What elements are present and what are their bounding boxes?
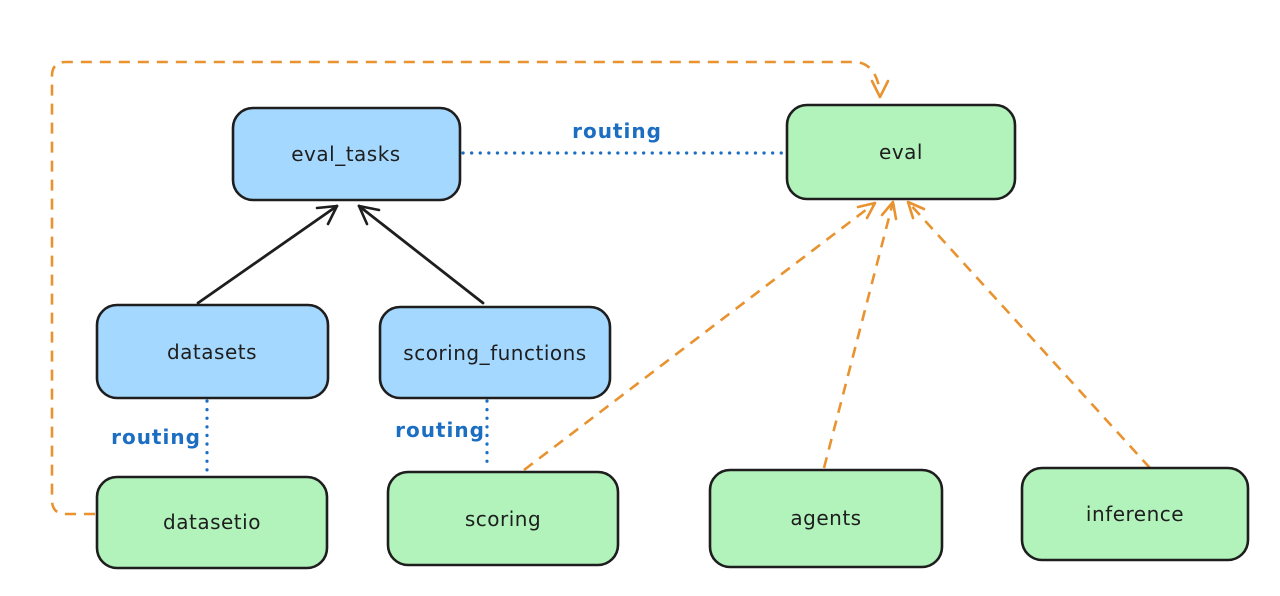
arrowhead-icon: [870, 79, 890, 99]
node-box: [95, 475, 329, 570]
edge-datasetio-to-eval: [50, 60, 890, 516]
node-label: inference: [1086, 502, 1184, 526]
node-label: eval_tasks: [291, 142, 400, 166]
node-label: scoring: [465, 507, 541, 531]
node-box: [378, 305, 612, 400]
node-label: datasets: [167, 340, 257, 364]
edge-line: [357, 204, 485, 305]
arrowhead-icon: [315, 204, 339, 226]
edge-label-routing-middle: routing: [395, 418, 485, 442]
node-datasets: datasets: [95, 303, 330, 400]
node-box: [708, 468, 944, 569]
edge-datasets-to-eval-tasks: [196, 204, 339, 305]
node-inference: inference: [1020, 466, 1250, 562]
node-box: [386, 470, 620, 567]
edge-scoring-functions-to-eval-tasks: [357, 204, 485, 305]
node-label: agents: [790, 506, 861, 530]
edge-line: [50, 60, 882, 516]
node-datasetio: datasetio: [95, 475, 329, 570]
edge-line: [822, 201, 895, 469]
node-agents: agents: [708, 468, 944, 569]
node-box: [785, 103, 1017, 201]
edge-label-routing-top: routing: [572, 119, 662, 143]
edge-label-routing-left: routing: [111, 425, 201, 449]
node-box: [231, 106, 462, 202]
node-box: [95, 303, 330, 400]
edge-agents-to-eval: [822, 200, 898, 469]
node-label: datasetio: [163, 510, 261, 534]
edge-inference-to-eval: [906, 200, 1151, 469]
node-eval-tasks: eval_tasks: [231, 106, 462, 202]
node-label: scoring_functions: [403, 341, 586, 365]
edge-line: [907, 201, 1151, 469]
edge-scoring-to-eval: [523, 201, 877, 472]
node-label: eval: [879, 140, 923, 164]
arrowhead-icon: [906, 200, 926, 220]
node-eval: eval: [785, 103, 1017, 201]
arrowhead-icon: [880, 200, 898, 221]
node-scoring: scoring: [386, 470, 620, 567]
node-scoring-functions: scoring_functions: [378, 305, 612, 400]
arrowhead-icon: [357, 204, 381, 226]
node-box: [1020, 466, 1250, 562]
arrowhead-icon: [856, 201, 877, 220]
edge-line: [523, 201, 876, 472]
edge-line: [196, 204, 339, 305]
